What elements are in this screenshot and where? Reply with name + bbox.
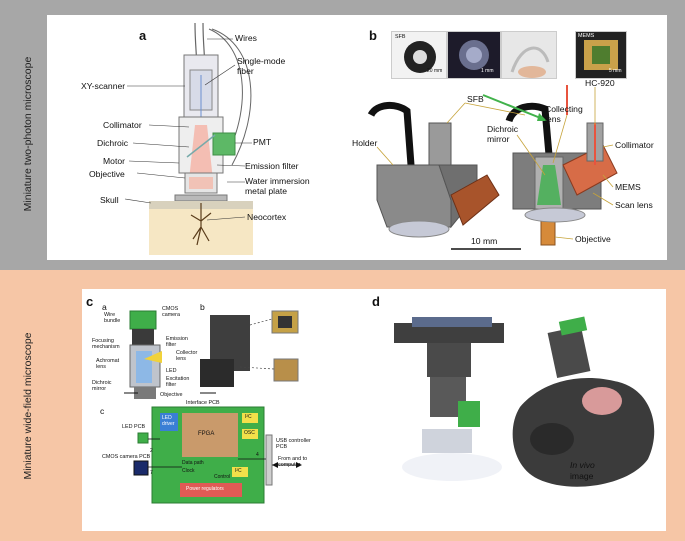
label-objective-b: Objective bbox=[575, 234, 611, 244]
label-dichroic: Dichroic bbox=[97, 138, 129, 148]
panel-c-sub-b: b bbox=[200, 302, 205, 312]
label-scan-lens: Scan lens bbox=[615, 200, 653, 210]
label-dichroic-mirror: Dichroic mirror bbox=[487, 124, 519, 144]
label-data-path: Data path bbox=[182, 460, 204, 466]
label-hc920: HC-920 bbox=[585, 78, 615, 88]
panel-b-diagram bbox=[367, 85, 618, 250]
top-section-label: Miniature two-photon microscope bbox=[22, 56, 34, 212]
label-interface-pcb: Interface PCB bbox=[186, 400, 220, 406]
label-pmt: PMT bbox=[253, 137, 272, 147]
panel-d-letter: d bbox=[372, 294, 380, 309]
label-single-mode-fiber: Single-mode fiber bbox=[237, 56, 286, 76]
label-objective-c: Objective bbox=[160, 392, 183, 398]
label-emission-filter: Emission filter bbox=[245, 161, 299, 171]
label-dichroic-mirror-c: Dichroic mirror bbox=[92, 380, 112, 392]
label-excitation-filter: Excitation filter bbox=[166, 376, 190, 388]
label-neocortex: Neocortex bbox=[247, 212, 287, 222]
label-motor: Motor bbox=[103, 156, 125, 166]
label-collimator-b: Collimator bbox=[615, 140, 654, 150]
label-led-pcb: LED PCB bbox=[122, 424, 146, 430]
label-led-driver: LED driver bbox=[162, 415, 175, 427]
scale-20mm: 20 mm bbox=[427, 68, 443, 74]
label-focusing-mechanism: Focusing mechanism bbox=[92, 338, 120, 350]
scale-10mm: 10 mm bbox=[471, 236, 498, 246]
mems-chip-photo bbox=[575, 31, 627, 79]
panel-c-sub-a: a bbox=[102, 302, 107, 312]
panel-c-letter: c bbox=[86, 294, 94, 309]
label-achromat-lens: Achromat lens bbox=[96, 358, 120, 370]
label-led-c: LED bbox=[166, 368, 177, 374]
photo-label-sfb: SFB bbox=[395, 34, 406, 40]
label-in-vivo: In vivo bbox=[570, 460, 595, 470]
label-wires: Wires bbox=[235, 33, 257, 43]
panel-b-letter: b bbox=[369, 28, 377, 43]
panel-c-diagram bbox=[124, 310, 655, 504]
label-clock: Clock bbox=[182, 468, 195, 474]
top-panel: a Wires XY-scanner Single-mode fiber Col… bbox=[47, 15, 667, 260]
label-cmos-camera-pcb: CMOS camera PCB bbox=[102, 454, 151, 460]
fiber-hand-photo bbox=[501, 31, 557, 79]
label-holder: Holder bbox=[352, 138, 378, 148]
label-collimator: Collimator bbox=[103, 120, 142, 130]
label-usb-controller-pcb: USB controller PCB bbox=[276, 438, 311, 450]
label-objective: Objective bbox=[89, 169, 125, 179]
sfb-coil-photo bbox=[391, 31, 447, 79]
panel-a-diagram bbox=[124, 22, 253, 255]
label-wire-count-4: 4 bbox=[256, 452, 259, 458]
panel-c-sub-c: c bbox=[100, 406, 105, 416]
label-mems: MEMS bbox=[615, 182, 641, 192]
label-i2c-top: I²C bbox=[245, 414, 252, 420]
label-wire-bundle: Wire bundle bbox=[104, 312, 121, 324]
label-xy-scanner: XY-scanner bbox=[81, 81, 126, 91]
label-from-to-computer: From and to computer bbox=[278, 456, 308, 468]
scale-1mm: 1 mm bbox=[481, 68, 494, 74]
scale-5mm: 5 mm bbox=[609, 68, 622, 74]
label-control: Control bbox=[214, 474, 231, 480]
label-collector-lens: Collector lens bbox=[176, 350, 198, 362]
label-sfb: SFB bbox=[467, 94, 484, 104]
label-emission-filter-c: Emission filter bbox=[166, 336, 188, 348]
label-osc: OSC bbox=[244, 430, 255, 436]
label-power-regulators: Power regulators bbox=[186, 486, 224, 492]
label-skull: Skull bbox=[100, 195, 119, 205]
label-fpga: FPGA bbox=[198, 431, 215, 437]
label-wire-count-2: 2 bbox=[150, 448, 153, 454]
label-cmos-camera: CMOS camera bbox=[162, 306, 180, 318]
label-wire-count-7: 7 bbox=[150, 470, 153, 476]
label-collecting-lens: Collecting lens bbox=[545, 104, 583, 124]
label-image: image bbox=[570, 471, 594, 481]
photo-label-mems: MEMS bbox=[578, 33, 595, 39]
bottom-section-label: Miniature wide-field microscope bbox=[22, 332, 34, 480]
fiber-end-photo bbox=[447, 31, 501, 79]
panel-a-letter: a bbox=[139, 28, 147, 43]
label-i2c-bottom: I²C bbox=[235, 468, 242, 474]
bottom-panel: c a b c Wire bundle CMOS camera Focusing… bbox=[82, 289, 666, 531]
label-water-immersion-plate: Water immersion metal plate bbox=[245, 176, 310, 196]
